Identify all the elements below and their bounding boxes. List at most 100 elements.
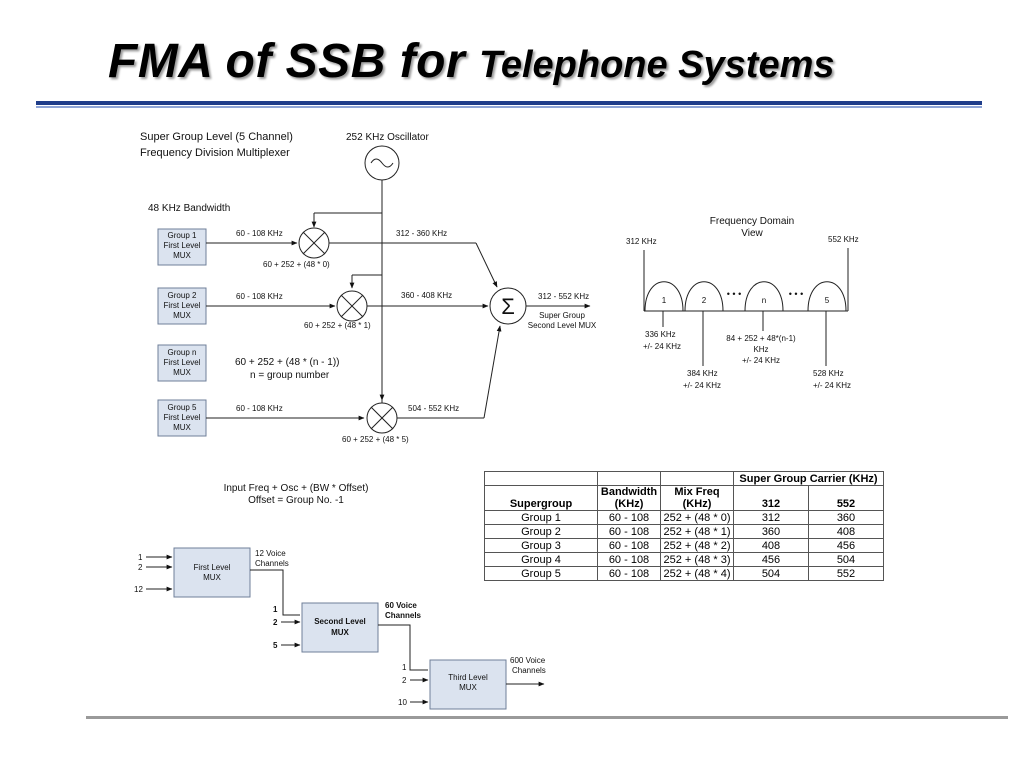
cell: Group 3 [484,538,598,553]
footer-rule [86,716,1008,719]
cell: 60 - 108 [597,510,661,525]
super-group-carrier-header: Super Group Carrier (KHz) [733,471,884,486]
cell: 252 + (48 * 2) [660,538,734,553]
group-5-mux: MUX [173,423,191,432]
third-input-1: 1 [402,663,407,672]
lobe-2 [684,281,724,312]
cell: 252 + (48 * 3) [660,552,734,567]
cell: 456 [808,538,884,553]
lobe-2-label: 2 [702,296,707,305]
cell: 408 [733,538,809,553]
first-level-mux-box [173,547,251,598]
annot-384-tol: +/- 24 KHz [683,381,721,390]
group-n-formula: 60 + 252 + (48 * (n - 1)) [235,357,340,368]
cell: Group 2 [484,524,598,539]
cell: 60 - 108 [597,552,661,567]
second-input-2: 2 [273,618,278,627]
mixer-2-formula: 60 + 252 + (48 * 1) [304,321,371,330]
group-2-sub: First Level [164,301,201,310]
fdm-diagram: Super Group Level (5 Channel) Frequency … [140,131,597,444]
first-input-1: 1 [138,553,143,562]
frequency-domain-view: Frequency Domain View 312 KHz 552 KHz 1 … [626,216,859,390]
cell: 360 [733,524,809,539]
cell: 252 + (48 * 4) [660,566,734,581]
table-row: Group 1 60 - 108 252 + (48 * 0) 312 360 [484,510,884,525]
cell: 252 + (48 * 0) [660,510,734,525]
cell: 252 + (48 * 1) [660,524,734,539]
group-n-mux: MUX [173,368,191,377]
cell: 456 [733,552,809,567]
cell: 60 - 108 [597,524,661,539]
first-level-label: First Level [194,563,231,572]
cell: 408 [808,524,884,539]
header-bandwidth: Bandwidth (KHz) [597,485,661,511]
header-mix-freq: Mix Freq (KHz) [660,485,734,511]
fdm-heading-line1: Super Group Level (5 Channel) [140,131,293,143]
first-input-2: 2 [138,563,143,572]
sigma-icon: Σ [501,294,515,319]
title-sub: Telephone Systems [479,44,835,86]
slide-title: FMA of SSB for Telephone Systems [108,38,835,86]
second-output-line2: Channels [385,611,422,620]
second-level-mux-label: MUX [331,628,349,637]
annot-n-formula: 84 + 252 + 48*(n-1) [726,334,796,343]
lobe-n [744,281,784,312]
cell: Group 1 [484,510,598,525]
annot-528-tol: +/- 24 KHz [813,381,851,390]
third-level-label: Third Level [448,673,488,682]
lobe-5-label: 5 [825,296,830,305]
lobe-n-label: n [762,296,766,305]
cell: 504 [808,552,884,567]
header-552: 552 [808,485,884,511]
ellipsis-1: • • • [727,289,741,299]
sum-label-line1: Super Group [539,311,585,320]
mux-hierarchy: Input Freq + Osc + (BW * Offset) Offset … [134,483,546,710]
annot-528: 528 KHz [813,369,844,378]
title-rule [36,101,982,105]
group-5-mux-box [157,399,207,437]
group-2-output-freq: 360 - 408 KHz [401,291,452,300]
table-super-header-row: Super Group Carrier (KHz) [484,471,884,486]
annot-n-unit: KHz [753,345,768,354]
cell: 60 - 108 [597,538,661,553]
supergroup-table: Super Group Carrier (KHz) Supergroup Ban… [484,471,884,581]
group-n-sub: First Level [164,358,201,367]
group-1-input-freq: 60 - 108 KHz [236,229,283,238]
group-1-output-freq: 312 - 360 KHz [396,229,447,238]
lobe-1 [644,281,684,312]
fdm-heading-line2: Frequency Division Multiplexer [140,147,290,159]
table-row: Group 4 60 - 108 252 + (48 * 3) 456 504 [484,552,884,567]
third-input-2: 2 [402,676,407,685]
annot-336-tol: +/- 24 KHz [643,342,681,351]
bandwidth-label: 48 KHz Bandwidth [148,203,230,214]
second-input-5: 5 [273,641,278,650]
second-output-line1: 60 Voice [385,601,417,610]
ellipsis-2: • • • [789,289,803,299]
group-5-output-freq: 504 - 552 KHz [408,404,459,413]
hierarchy-formula-line2: Offset = Group No. -1 [248,495,344,506]
first-level-mux-label: MUX [203,573,221,582]
header-312: 312 [733,485,809,511]
mixer-5-formula: 60 + 252 + (48 * 5) [342,435,409,444]
first-input-12: 12 [134,585,143,594]
annot-336: 336 KHz [645,330,676,339]
title-rule-light [36,106,982,108]
cell: 312 [733,510,809,525]
second-level-label: Second Level [314,617,366,626]
annot-384: 384 KHz [687,369,718,378]
group-n-mux-box [157,344,207,382]
group-5-label: Group 5 [168,403,197,412]
group-5-input-freq: 60 - 108 KHz [236,404,283,413]
group-2-input-freq: 60 - 108 KHz [236,292,283,301]
group-n-label: Group n [168,348,197,357]
cell: 360 [808,510,884,525]
freq-right-edge: 552 KHz [828,235,859,244]
lobe-1-label: 1 [662,296,667,305]
annot-n-tol: +/- 24 KHz [742,356,780,365]
hierarchy-formula-line1: Input Freq + Osc + (BW * Offset) [224,483,369,494]
cell: 504 [733,566,809,581]
third-output-line2: Channels [512,666,546,675]
group-1-label: Group 1 [168,231,197,240]
group-1-mux-box [157,228,207,266]
